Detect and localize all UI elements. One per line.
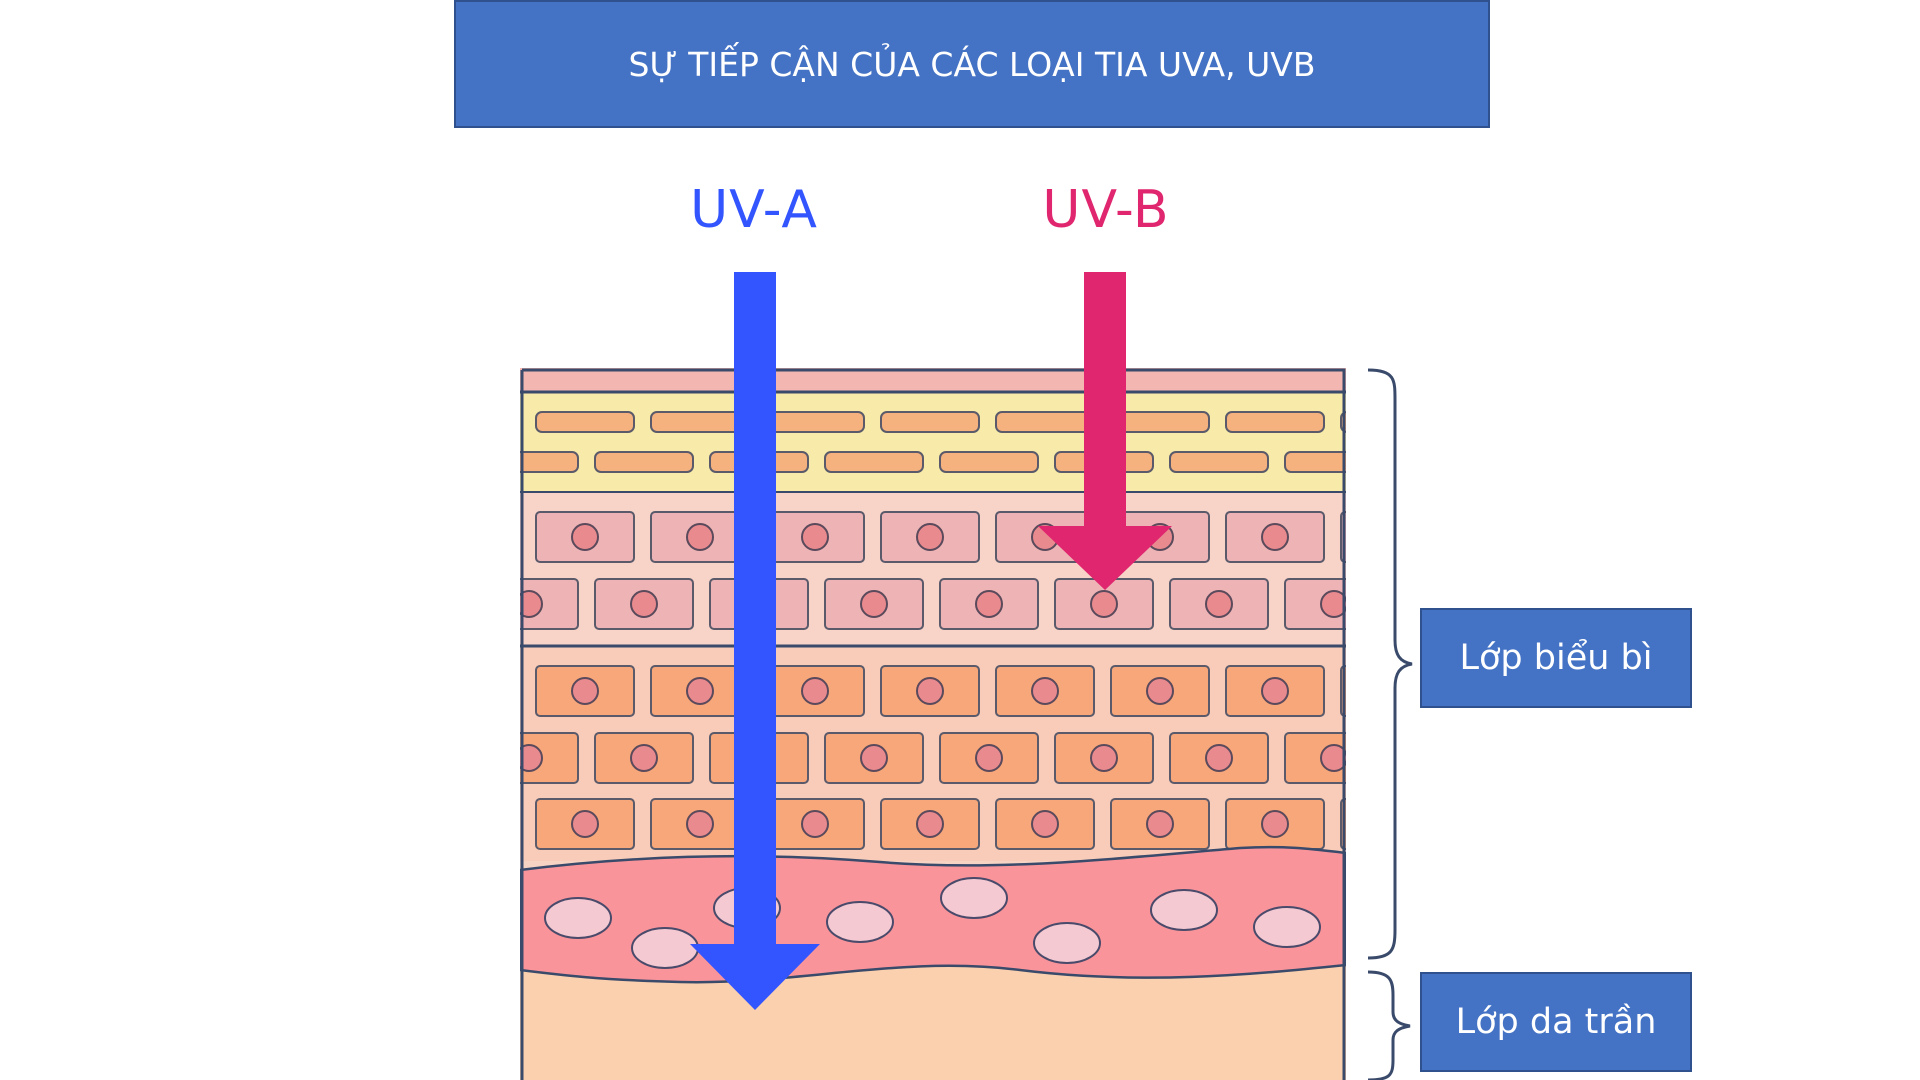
cell-nucleus xyxy=(1261,810,1289,838)
flat-cell xyxy=(1225,411,1325,433)
flat-cell xyxy=(535,411,635,433)
cell-nucleus xyxy=(1090,590,1118,618)
cell-nucleus xyxy=(686,523,714,551)
cell-nucleus xyxy=(975,590,1003,618)
flat-cells xyxy=(520,411,1346,473)
cell-nucleus xyxy=(916,677,944,705)
epidermis-label: Lớp biểu bì xyxy=(1420,608,1692,708)
basal-cell xyxy=(1033,922,1101,964)
cell-nucleus xyxy=(1205,744,1233,772)
basal-cell xyxy=(1253,906,1321,948)
flat-cell xyxy=(1169,451,1269,473)
flat-cell xyxy=(1284,451,1346,473)
cell-nucleus xyxy=(860,744,888,772)
flat-cell xyxy=(765,411,865,433)
cell-nucleus xyxy=(630,590,658,618)
flat-cell xyxy=(594,451,694,473)
epidermis-label-text: Lớp biểu bì xyxy=(1459,638,1653,678)
basal-cell xyxy=(1150,889,1218,931)
cell-nucleus xyxy=(1377,811,1403,837)
diagram-title: SỰ TIẾP CẬN CỦA CÁC LOẠI TIA UVA, UVB xyxy=(454,0,1490,128)
cell-nucleus xyxy=(1261,523,1289,551)
uva-label: UV-A xyxy=(690,180,818,240)
cell-nucleus xyxy=(1146,677,1174,705)
pink-cells xyxy=(520,511,1403,630)
cell-nucleus xyxy=(860,590,888,618)
cell-nucleus xyxy=(801,810,829,838)
cell-nucleus xyxy=(1146,810,1174,838)
cell-nucleus xyxy=(686,677,714,705)
cell-nucleus xyxy=(1205,590,1233,618)
flat-cell xyxy=(1340,411,1346,433)
cell-nucleus xyxy=(1320,590,1346,618)
dermis-label: Lớp da trần xyxy=(1420,972,1692,1072)
flat-cell xyxy=(824,451,924,473)
flat-cell xyxy=(520,451,579,473)
cell-nucleus xyxy=(975,744,1003,772)
diagram-title-text: SỰ TIẾP CẬN CỦA CÁC LOẠI TIA UVA, UVB xyxy=(628,44,1316,84)
cell-nucleus xyxy=(571,677,599,705)
dermis-label-text: Lớp da trần xyxy=(1455,1002,1657,1042)
skin-outline xyxy=(520,368,1346,1080)
skin-cell xyxy=(1340,511,1346,563)
cell-nucleus xyxy=(1377,524,1403,550)
basal-cell xyxy=(631,927,699,969)
skin-cell xyxy=(1340,798,1346,850)
uvb-arrow xyxy=(1038,272,1172,590)
top-strip xyxy=(520,368,1346,392)
basal-cell xyxy=(826,901,894,943)
cell-nucleus xyxy=(571,523,599,551)
cell-nucleus xyxy=(520,590,543,618)
cell-nucleus xyxy=(801,677,829,705)
basal-cell xyxy=(940,877,1008,919)
cell-nucleus xyxy=(630,744,658,772)
cell-nucleus xyxy=(571,810,599,838)
epidermis-brace xyxy=(1367,368,1413,960)
cell-nucleus xyxy=(916,523,944,551)
dermis-brace xyxy=(1367,970,1411,1080)
flat-cell xyxy=(880,411,980,433)
basal-cells xyxy=(544,877,1321,969)
cell-nucleus xyxy=(686,810,714,838)
cell-nucleus xyxy=(1031,810,1059,838)
flat-cell xyxy=(995,411,1095,433)
skin-layers xyxy=(520,368,1403,1080)
cell-nucleus xyxy=(1090,744,1118,772)
cell-nucleus xyxy=(520,744,543,772)
flat-cell xyxy=(939,451,1039,473)
cell-nucleus xyxy=(1031,677,1059,705)
cell-nucleus xyxy=(801,523,829,551)
basal-cell xyxy=(544,897,612,939)
uva-arrow xyxy=(690,272,820,1010)
cell-nucleus xyxy=(916,810,944,838)
uvb-label: UV-B xyxy=(1042,180,1170,240)
cell-nucleus xyxy=(1377,678,1403,704)
cell-nucleus xyxy=(1320,744,1346,772)
orange-cells xyxy=(520,665,1403,850)
cell-nucleus xyxy=(1261,677,1289,705)
stratum-corneum xyxy=(520,392,1346,492)
